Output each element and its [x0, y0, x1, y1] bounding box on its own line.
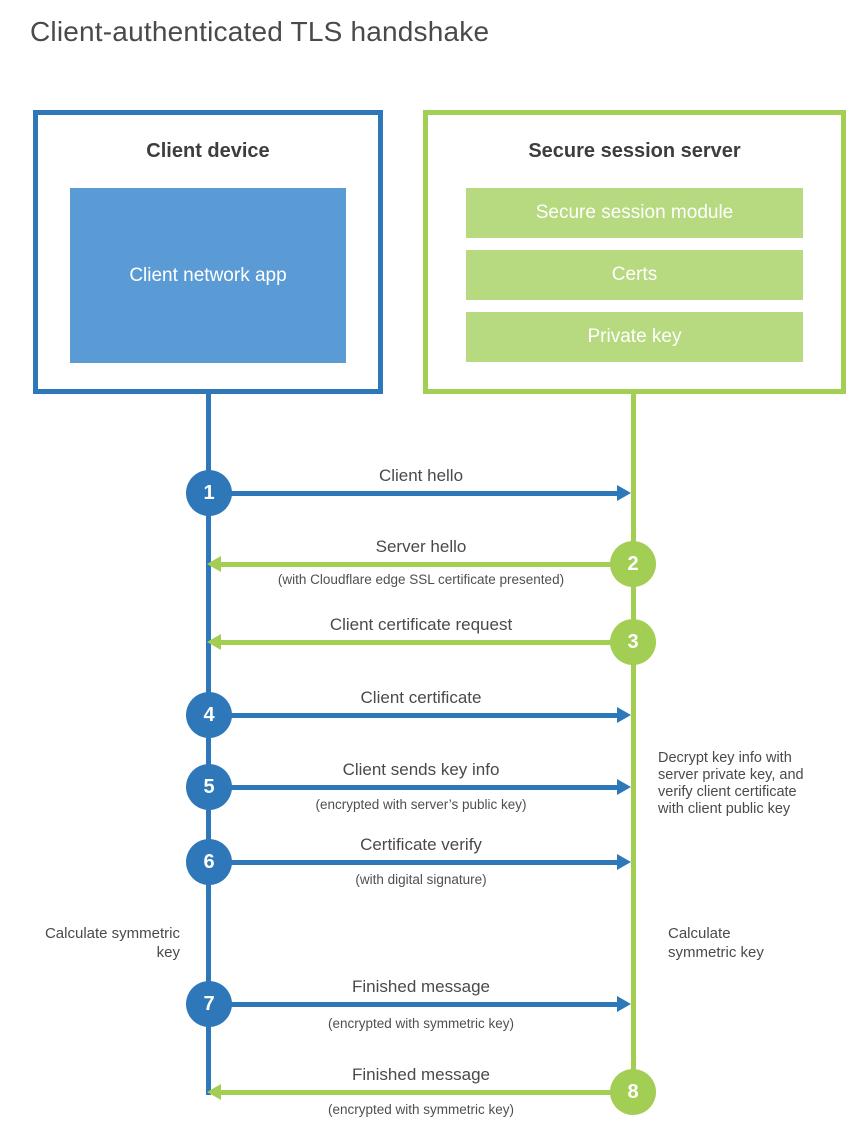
- step-6-label: Certificate verify: [360, 835, 482, 854]
- step-8-subtext: (encrypted with symmetric key): [327, 1102, 515, 1117]
- client-lifeline: [206, 391, 211, 1095]
- step-6-arrow: [209, 860, 619, 865]
- step-1-circle: 1: [186, 470, 232, 516]
- step-2-label: Server hello: [375, 537, 467, 556]
- step-1-arrowhead-icon: [617, 485, 631, 501]
- step-4-label: Client certificate: [360, 688, 482, 707]
- server-decrypt-note: Decrypt key info with server private key…: [658, 750, 804, 817]
- step-8-circle: 8: [610, 1069, 656, 1115]
- step-8-label: Finished message: [352, 1065, 490, 1084]
- step-2-arrowhead-icon: [207, 556, 221, 572]
- step-8-arrow: [221, 1090, 633, 1095]
- secure-session-server-box: Secure session server Secure session mod…: [423, 110, 846, 394]
- step-4-arrow: [209, 713, 619, 718]
- server-calculate-symmetric-key-note: Calculate symmetric key: [668, 925, 764, 961]
- page-title: Client-authenticated TLS handshake: [30, 16, 490, 47]
- step-5-circle: 5: [186, 764, 232, 810]
- step-2-arrow: [221, 562, 633, 567]
- step-4-circle: 4: [186, 692, 232, 738]
- server-lifeline: [631, 392, 636, 1114]
- server-module-secure-session: Secure session module: [466, 188, 803, 238]
- step-5-label: Client sends key info: [342, 760, 500, 779]
- step-7-subtext: (encrypted with symmetric key): [327, 1016, 515, 1031]
- server-module-certs: Certs: [466, 250, 803, 300]
- step-6-subtext: (with digital signature): [355, 872, 487, 887]
- step-7-label: Finished message: [352, 977, 490, 996]
- step-3-arrow: [221, 640, 633, 645]
- step-7-circle: 7: [186, 981, 232, 1027]
- step-7-arrowhead-icon: [617, 996, 631, 1012]
- step-3-label: Client certificate request: [329, 615, 513, 634]
- step-6-arrowhead-icon: [617, 854, 631, 870]
- step-3-arrowhead-icon: [207, 634, 221, 650]
- step-4-arrowhead-icon: [617, 707, 631, 723]
- client-device-box: Client device Client network app: [33, 110, 383, 394]
- step-5-subtext: (encrypted with server’s public key): [315, 797, 527, 812]
- step-8-arrowhead-icon: [207, 1084, 221, 1100]
- step-5-arrowhead-icon: [617, 779, 631, 795]
- step-2-subtext: (with Cloudflare edge SSL certificate pr…: [277, 572, 565, 587]
- step-2-circle: 2: [610, 541, 656, 587]
- step-6-circle: 6: [186, 839, 232, 885]
- step-7-arrow: [209, 1002, 619, 1007]
- secure-session-server-title: Secure session server: [528, 140, 741, 162]
- client-network-app-box: Client network app: [70, 188, 346, 363]
- step-3-circle: 3: [610, 619, 656, 665]
- client-calculate-symmetric-key-note: Calculate symmetric key: [44, 925, 180, 961]
- client-device-title: Client device: [146, 140, 270, 162]
- step-1-arrow: [209, 491, 619, 496]
- step-5-arrow: [209, 785, 619, 790]
- server-module-private-key: Private key: [466, 312, 803, 362]
- step-1-label: Client hello: [378, 466, 464, 485]
